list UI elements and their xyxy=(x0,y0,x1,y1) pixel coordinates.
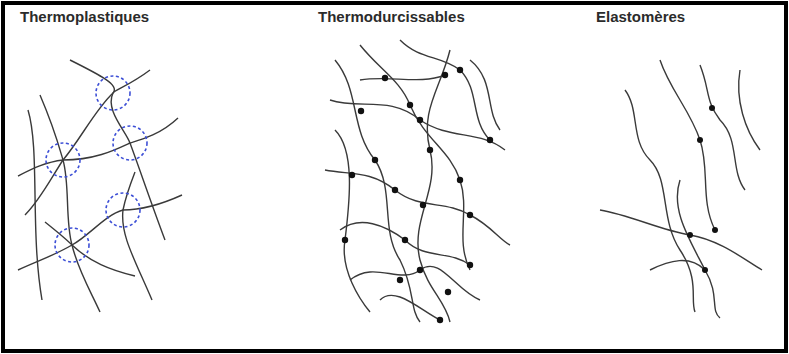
frame-border xyxy=(3,3,786,351)
column-heading: Elastomères xyxy=(596,8,685,25)
thermoset-network xyxy=(325,40,510,323)
thermoplastic-chains xyxy=(18,60,182,312)
column-heading: Thermoplastiques xyxy=(20,8,149,25)
elastomer-chains xyxy=(600,60,762,318)
column-heading: Thermodurcissables xyxy=(318,8,465,25)
